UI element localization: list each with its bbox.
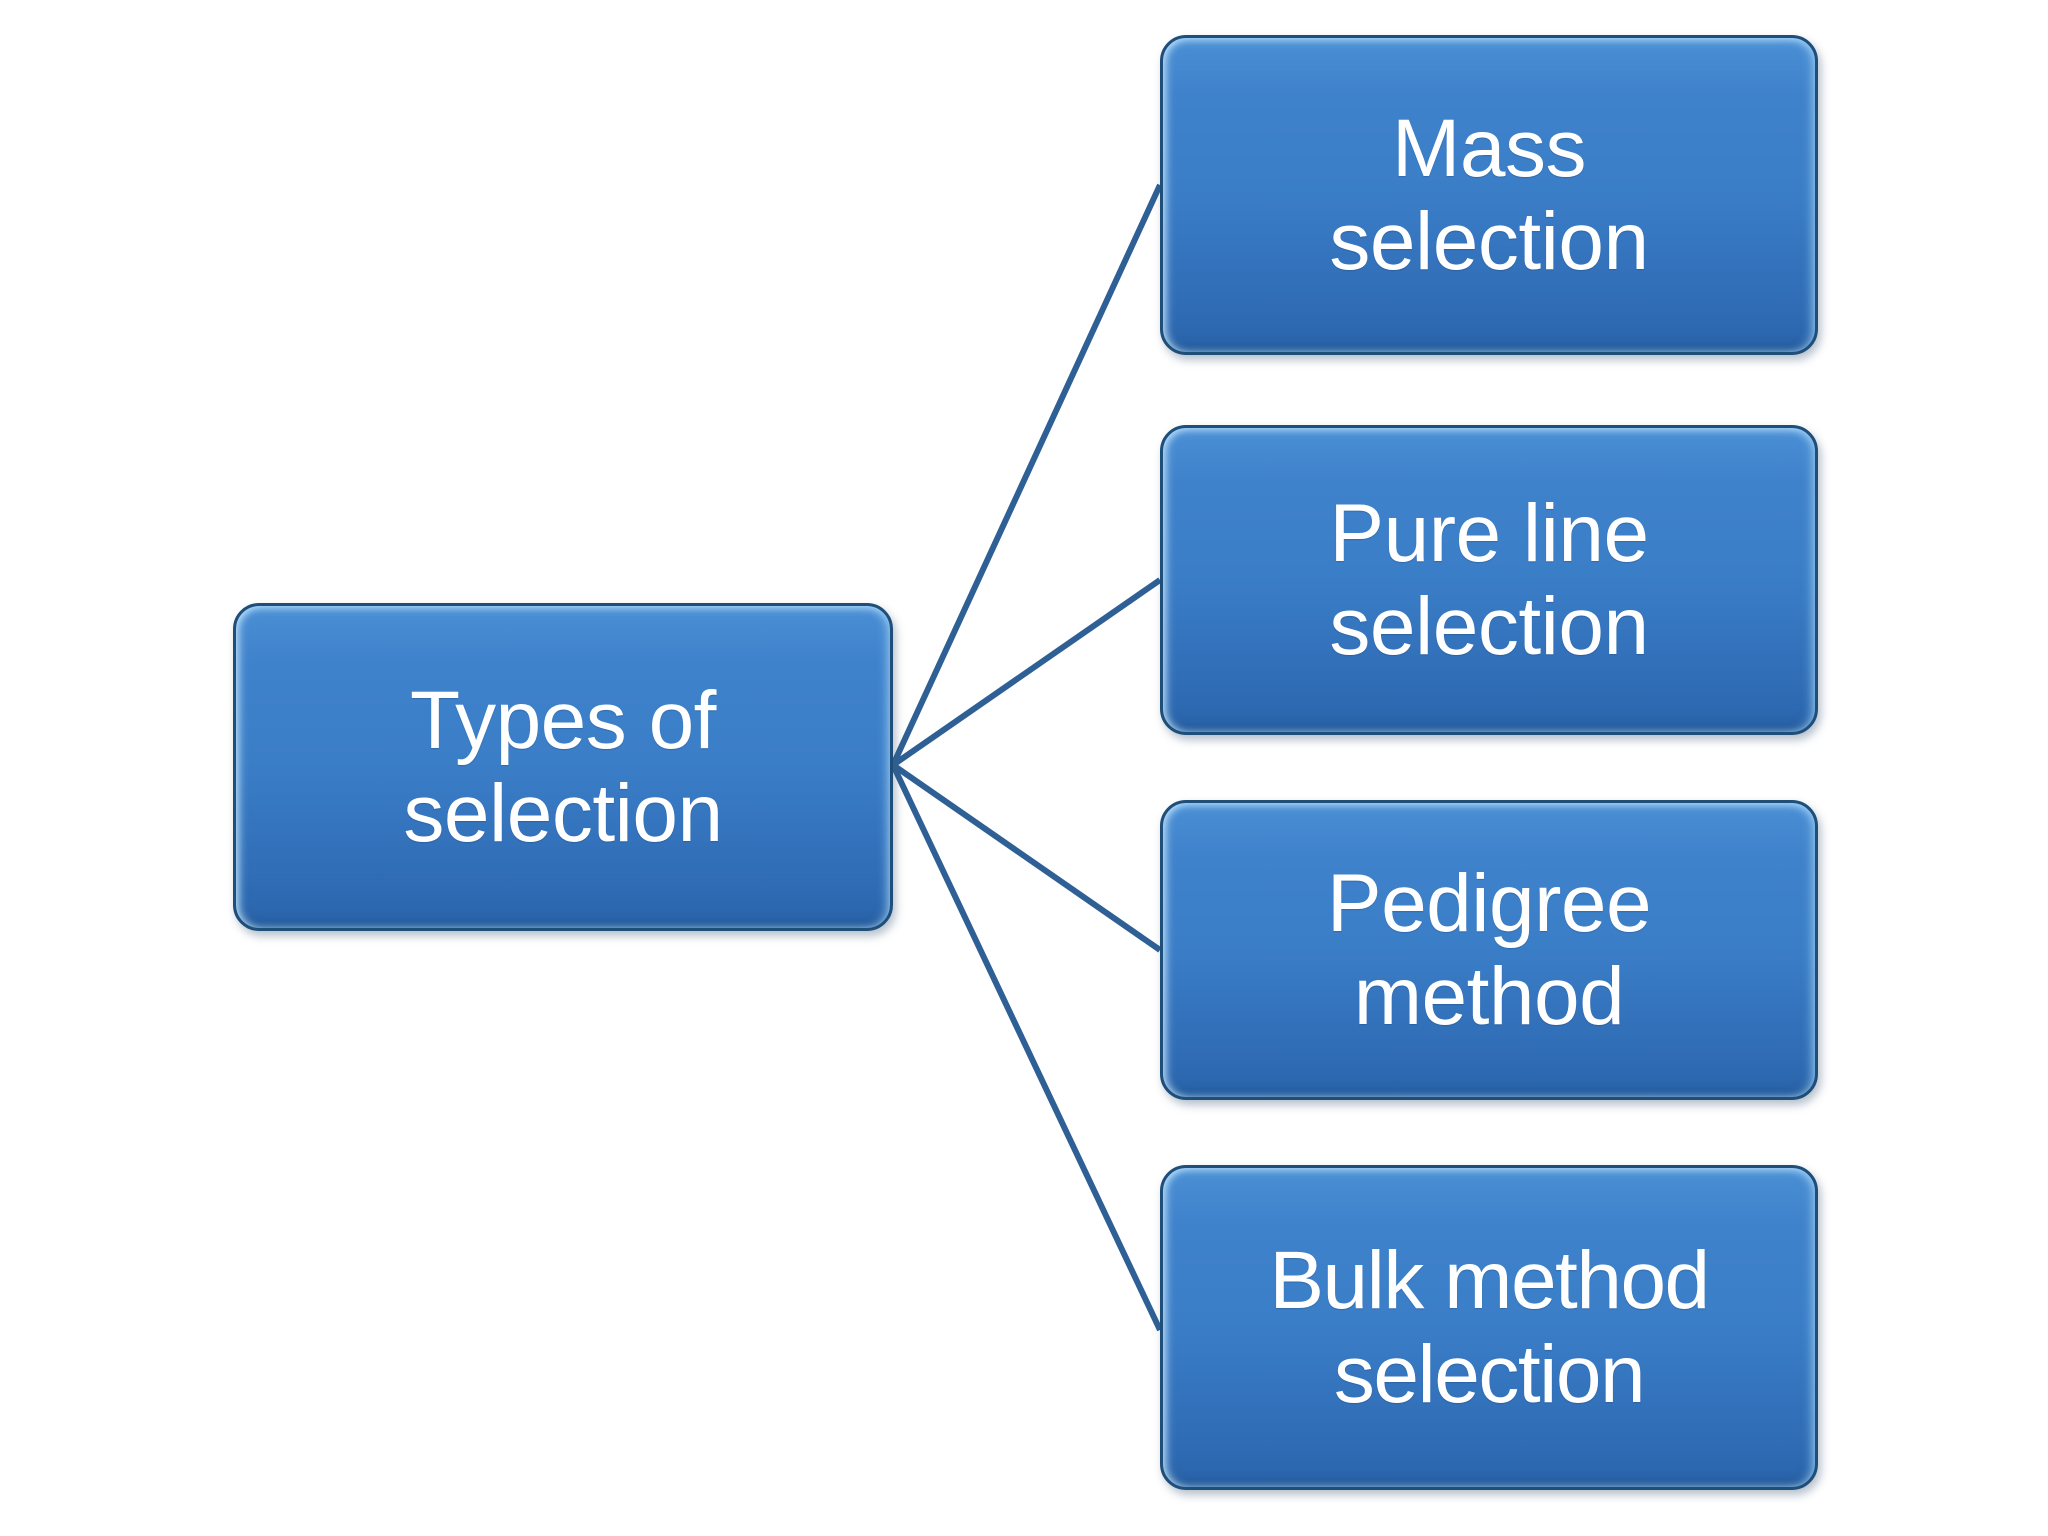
node-label-bulk-method-selection: Bulk method selection [1269, 1235, 1710, 1420]
node-mass-selection[interactable]: Mass selection [1160, 35, 1818, 355]
connector-root-to-mass [890, 183, 1163, 767]
connector-root-to-pureline [891, 577, 1162, 768]
node-label-root: Types of selection [403, 674, 723, 859]
node-pure-line-selection[interactable]: Pure line selection [1160, 425, 1818, 735]
node-label-pure-line-selection: Pure line selection [1329, 487, 1649, 672]
connector-root-to-bulk [890, 763, 1163, 1332]
node-label-mass-selection: Mass selection [1329, 102, 1649, 287]
node-types-of-selection[interactable]: Types of selection [233, 603, 893, 931]
node-label-pedigree-method: Pedigree method [1326, 857, 1652, 1042]
node-bulk-method-selection[interactable]: Bulk method selection [1160, 1165, 1818, 1490]
node-pedigree-method[interactable]: Pedigree method [1160, 800, 1818, 1100]
connector-root-to-pedigree [891, 762, 1162, 953]
